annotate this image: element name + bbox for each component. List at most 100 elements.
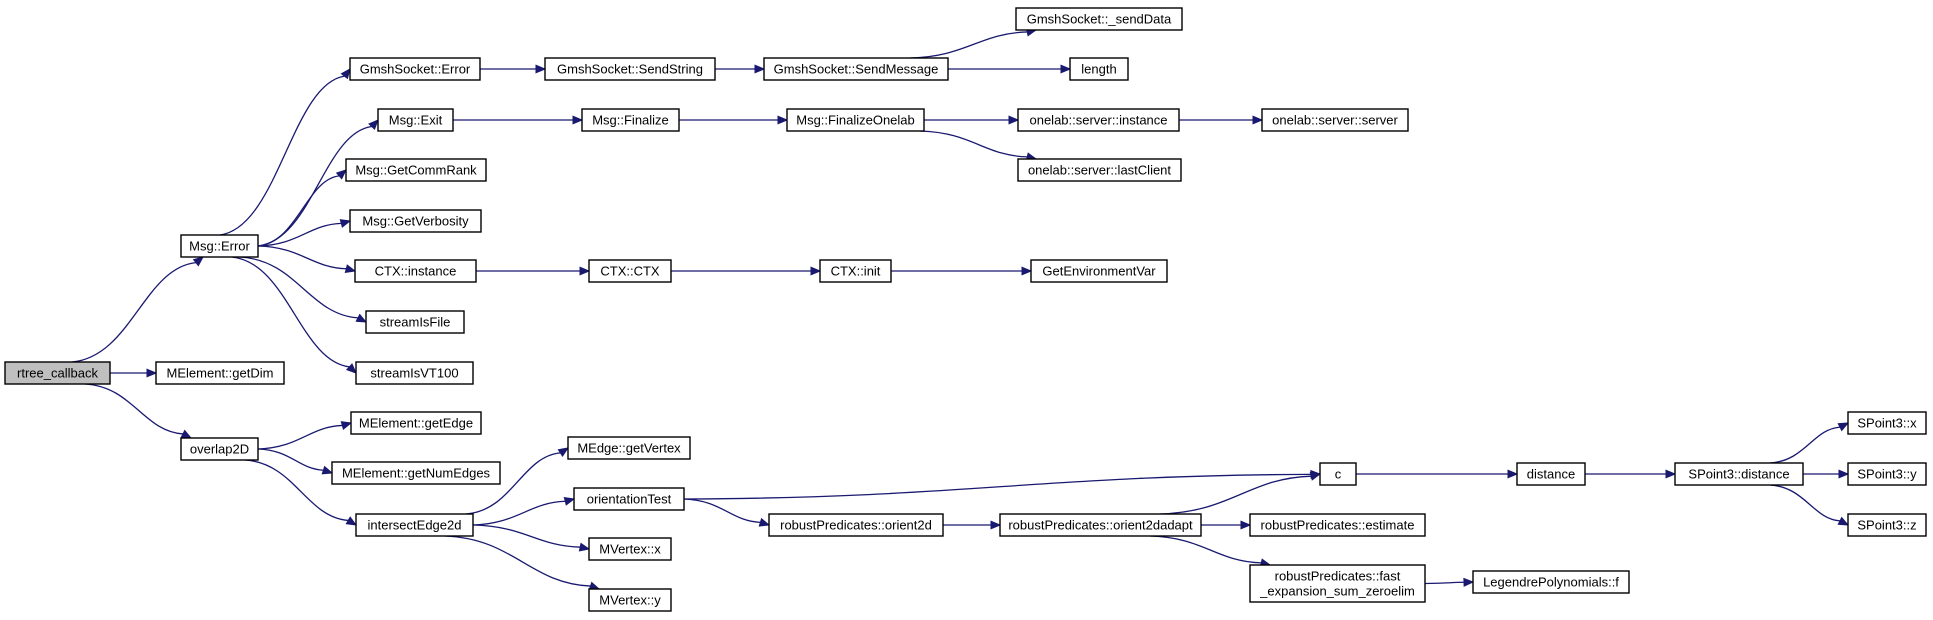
node-label: SPoint3::x	[1857, 416, 1917, 431]
node-onelab-server-lastclient[interactable]: onelab::server::lastClient	[1017, 158, 1182, 182]
edge-gmshsocket-sendmessage-to-gmshsocket-senddata	[909, 31, 1028, 59]
node-rtree-callback[interactable]: rtree_callback	[4, 361, 111, 385]
arrowhead	[180, 429, 193, 439]
node-ctx-instance[interactable]: CTX::instance	[354, 259, 477, 283]
node-onelab-server-server[interactable]: onelab::server::server	[1261, 108, 1409, 132]
node-robust-orient2dadapt[interactable]: robustPredicates::orient2dadapt	[999, 513, 1202, 537]
arrowhead	[344, 264, 357, 274]
node-box	[349, 209, 482, 233]
node-label: rtree_callback	[17, 366, 98, 381]
node-label: robustPredicates::orient2d	[780, 518, 932, 533]
node-distance[interactable]: distance	[1516, 462, 1586, 486]
node-label: orientationTest	[587, 492, 672, 507]
node-box	[581, 108, 680, 132]
node-msg-finalize[interactable]: Msg::Finalize	[581, 108, 680, 132]
node-label: CTX::init	[831, 264, 881, 279]
edge-overlap2d-to-melement-getnumedges	[257, 448, 324, 471]
edge-rtree-callback-to-msg-error	[71, 261, 197, 363]
node-box	[999, 513, 1202, 537]
node-label: GmshSocket::SendString	[557, 62, 703, 77]
node-box	[786, 108, 925, 132]
node-label: streamIsVT100	[370, 366, 458, 381]
node-medge-getvertex[interactable]: MEdge::getVertex	[567, 436, 691, 460]
node-melement-getnumedges[interactable]: MElement::getNumEdges	[331, 461, 501, 485]
node-box	[588, 259, 672, 283]
node-onelab-server-instance[interactable]: onelab::server::instance	[1017, 108, 1180, 132]
edge-intersectedge2d-to-orientationtest	[472, 500, 566, 526]
arrowhead	[340, 67, 351, 80]
node-c[interactable]: c	[1319, 462, 1357, 486]
node-box	[377, 108, 454, 132]
edge-robust-orient2dadapt-to-robust-fast-expansion	[1149, 535, 1262, 564]
node-spoint3-x[interactable]: SPoint3::x	[1847, 411, 1927, 435]
node-getenvironmentvar[interactable]: GetEnvironmentVar	[1030, 259, 1168, 283]
node-label: streamIsFile	[380, 315, 451, 330]
node-box	[1017, 158, 1182, 182]
node-label: MElement::getNumEdges	[342, 466, 491, 481]
edge-msg-error-to-streamisvt100	[231, 256, 350, 368]
node-gmshsocket-sendmessage[interactable]: GmshSocket::SendMessage	[763, 57, 949, 81]
arrowhead	[535, 64, 547, 74]
node-spoint3-distance[interactable]: SPoint3::distance	[1674, 462, 1804, 486]
node-box	[544, 57, 716, 81]
arrowhead	[1060, 64, 1072, 74]
node-melement-getedge[interactable]: MElement::getEdge	[350, 411, 482, 435]
node-spoint3-y[interactable]: SPoint3::y	[1847, 462, 1927, 486]
node-msg-exit[interactable]: Msg::Exit	[377, 108, 454, 132]
node-mvertex-x[interactable]: MVertex::x	[588, 537, 672, 561]
node-streamisfile[interactable]: streamIsFile	[365, 310, 465, 334]
node-label: MElement::getEdge	[359, 416, 473, 431]
node-spoint3-z[interactable]: SPoint3::z	[1847, 513, 1927, 537]
node-label: onelab::server::server	[1272, 113, 1398, 128]
arrowhead	[572, 115, 584, 125]
node-label: SPoint3::distance	[1688, 467, 1789, 482]
edge-orientationtest-to-c	[683, 473, 1312, 500]
node-intersectedge2d[interactable]: intersectEdge2d	[355, 513, 474, 537]
edge-robust-orient2dadapt-to-c	[1159, 475, 1312, 515]
node-label: onelab::server::lastClient	[1028, 163, 1171, 178]
node-legendre-f[interactable]: LegendrePolynomials::f	[1472, 570, 1630, 594]
node-overlap2d[interactable]: overlap2D	[180, 437, 259, 461]
node-box	[1249, 564, 1426, 603]
arrowhead	[345, 516, 358, 526]
node-box	[588, 537, 672, 561]
edge-msg-finalizeonelab-to-onelab-server-lastclient	[919, 130, 1028, 158]
node-msg-finalizeonelab[interactable]: Msg::FinalizeOnelab	[786, 108, 925, 132]
node-streamisvt100[interactable]: streamIsVT100	[355, 361, 474, 385]
node-label: c	[1335, 467, 1342, 482]
node-melement-getdim[interactable]: MElement::getDim	[155, 361, 285, 385]
node-msg-getcommrank[interactable]: Msg::GetCommRank	[345, 158, 487, 182]
arrowhead	[1507, 469, 1519, 479]
node-box	[1516, 462, 1586, 486]
node-mvertex-y[interactable]: MVertex::y	[588, 588, 672, 612]
edge-intersectedge2d-to-mvertex-y	[444, 535, 591, 587]
node-box	[355, 361, 474, 385]
node-label: MEdge::getVertex	[577, 441, 681, 456]
node-ctx-ctx[interactable]: CTX::CTX	[588, 259, 672, 283]
node-box	[180, 234, 259, 258]
node-ctx-init[interactable]: CTX::init	[819, 259, 892, 283]
node-msg-error[interactable]: Msg::Error	[180, 234, 259, 258]
node-gmshsocket-senddata[interactable]: GmshSocket::_sendData	[1015, 7, 1183, 31]
node-label: Msg::Error	[189, 239, 250, 254]
node-robust-estimate[interactable]: robustPredicates::estimate	[1249, 513, 1426, 537]
node-box	[588, 588, 672, 612]
node-box	[355, 513, 474, 537]
arrowhead	[321, 465, 334, 475]
node-msg-getverbosity[interactable]: Msg::GetVerbosity	[349, 209, 482, 233]
node-box	[1847, 462, 1927, 486]
node-gmshsocket-error[interactable]: GmshSocket::Error	[349, 57, 481, 81]
arrowhead	[557, 447, 570, 457]
node-box	[1847, 513, 1927, 537]
node-label: intersectEdge2d	[368, 518, 462, 533]
edge-intersectedge2d-to-mvertex-x	[472, 524, 581, 548]
node-label: CTX::CTX	[600, 264, 660, 279]
arrowhead	[810, 266, 822, 276]
node-robust-orient2d[interactable]: robustPredicates::orient2d	[768, 513, 944, 537]
edge-msg-error-to-streamisfile	[239, 256, 359, 319]
node-orientationtest[interactable]: orientationTest	[573, 487, 685, 511]
node-gmshsocket-sendstring[interactable]: GmshSocket::SendString	[544, 57, 716, 81]
node-length[interactable]: length	[1069, 57, 1129, 81]
node-robust-fast-expansion[interactable]: robustPredicates::fast_expansion_sum_zer…	[1249, 564, 1426, 603]
